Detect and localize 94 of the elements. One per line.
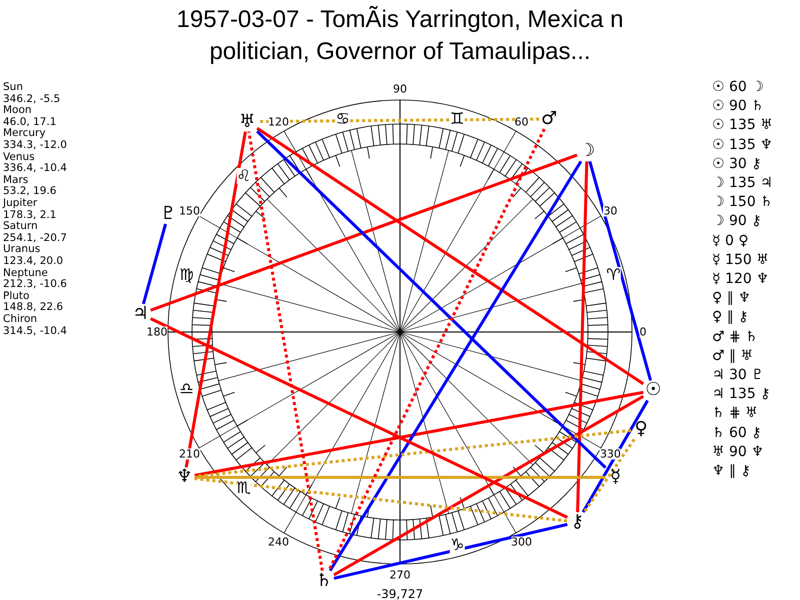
zodiac-glyph: ♍: [179, 266, 194, 283]
planet-glyph: ♅: [237, 112, 258, 132]
planet-position-text: Chiron: [3, 314, 38, 324]
planet-position-text: 346.2, -5.5: [3, 94, 60, 104]
aspect-line: [150, 154, 578, 312]
aspect-line: [334, 523, 568, 580]
aspect-line: [194, 390, 644, 477]
planet-glyph: ♄: [314, 570, 334, 591]
aspect-line: [588, 160, 652, 381]
aspect-list-row: ☿ 150 ♅: [712, 252, 769, 267]
aspect-list-row: ♄ 60 ⚷: [712, 426, 762, 440]
aspect-line: [184, 131, 247, 468]
planet-glyph: ☉: [643, 380, 664, 400]
aspect-list-row: ♂ ⋕ ♄: [712, 330, 758, 344]
aspect-line: [150, 317, 568, 519]
aspect-list-row: ☉ 135 ♆: [712, 138, 773, 152]
planet-position-text: 178.3, 2.1: [3, 210, 56, 220]
aspect-list-row: ☉ 60 ☽: [712, 80, 764, 94]
aspect-list-row: ☽ 150 ♄: [712, 195, 773, 210]
planet-position-text: Mercury: [3, 128, 46, 139]
planet-position-text: 123.4, 20.0: [3, 256, 64, 266]
aspect-line: [576, 161, 588, 512]
planet-position-text: Venus: [3, 152, 35, 162]
planet-position-text: Pluto: [3, 290, 30, 302]
aspect-line: [582, 400, 649, 513]
aspect-list-row: ☿ 0 ♀: [712, 234, 749, 248]
degree-label: 300: [511, 536, 532, 548]
degree-label: 0: [640, 326, 646, 338]
planet-position-text: 212.3, -10.6: [3, 279, 67, 290]
aspect-list-row: ♆ ∥ ⚷: [712, 464, 751, 478]
aspect-line: [194, 428, 632, 478]
aspect-list-row: ♂ ∥ ♅: [712, 348, 754, 363]
zodiac-glyph: ♏: [236, 480, 251, 496]
degree-label: 330: [600, 448, 621, 459]
aspect-line: [142, 224, 168, 304]
planet-glyph: ☽: [577, 141, 598, 162]
aspect-line: [257, 118, 540, 124]
planet-glyph: ♃: [130, 304, 151, 324]
planet-glyph: ⚷: [567, 512, 588, 532]
aspect-list-row: ☉ 90 ♄: [712, 99, 764, 114]
degree-label: 150: [179, 205, 200, 216]
aspect-list-row: ♅ 90 ♆: [712, 444, 764, 459]
planet-position-text: 148.8, 22.6: [3, 302, 64, 313]
aspect-line: [247, 131, 324, 571]
zodiac-glyph: ♊: [450, 110, 464, 127]
degree-label: 120: [268, 116, 289, 128]
aspect-list-row: ☉ 30 ⚷: [712, 156, 762, 171]
aspect-list-row: ♀ ∥ ♆: [712, 291, 751, 306]
zodiac-glyph: ♑: [450, 537, 464, 554]
planet-position-text: 314.5, -10.4: [3, 326, 67, 336]
planet-position-text: Neptune: [3, 268, 48, 278]
planet-glyph: ♆: [174, 467, 194, 488]
zodiac-glyph: ♈: [606, 266, 621, 283]
aspect-list-row: ♃ 135 ⚷: [712, 387, 770, 402]
aspect-list-row: ☽ 135 ♃: [712, 176, 773, 190]
degree-label: 30: [603, 205, 618, 216]
planet-glyph: ♀: [631, 419, 652, 440]
aspect-line: [256, 130, 607, 469]
zodiac-glyph: ♌: [236, 168, 251, 184]
planet-position-text: 334.3, -12.0: [3, 140, 67, 150]
aspect-list-row: ♀ ∥ ⚷: [712, 310, 748, 324]
planet-position-text: 254.1, -20.7: [3, 232, 67, 244]
aspect-line: [333, 394, 644, 576]
planet-position-text: Mars: [3, 174, 28, 186]
planet-glyph: ♇: [158, 204, 178, 224]
aspect-line: [328, 128, 546, 572]
aspect-line: [256, 127, 644, 386]
degree-label: 180: [146, 326, 168, 338]
aspect-line: [194, 477, 568, 522]
aspect-list-row: ♄ ⋕ ♅: [712, 406, 758, 420]
planet-glyph: ☿: [606, 467, 626, 488]
planet-position-text: Moon: [3, 105, 32, 116]
aspect-line: [328, 160, 582, 572]
degree-label: 90: [393, 84, 407, 94]
aspect-line: [582, 438, 636, 513]
chart-title: 1957-03-07 - TomÃis Yarrington, Mexica n politician, Governor of Tamaulipas...: [176, 4, 624, 67]
aspect-list-row: ♃ 30 ♇: [712, 368, 764, 382]
planet-position-text: 53.2, 19.6: [3, 186, 56, 197]
planet-position-text: Uranus: [3, 244, 40, 255]
planet-position-text: Saturn: [3, 221, 38, 232]
degree-label: 60: [514, 116, 528, 128]
planet-position-text: 336.4, -10.4: [3, 163, 67, 174]
planet-position-text: Sun: [3, 82, 23, 92]
chart-value-text: -39,727: [376, 588, 424, 600]
aspect-list-row: ☽ 90 ⚷: [712, 214, 762, 228]
planet-glyph: ♂: [539, 109, 560, 130]
aspect-line: [194, 476, 606, 479]
planet-position-text: 46.0, 17.1: [3, 116, 56, 128]
degree-label: 210: [179, 448, 200, 459]
degree-label: 270: [390, 570, 410, 580]
planet-position-text: Jupiter: [3, 198, 38, 208]
aspect-list-row: ☿ 120 ♆: [712, 272, 769, 286]
aspect-list-row: ☉ 135 ♅: [712, 118, 773, 132]
degree-label: 240: [268, 536, 289, 548]
